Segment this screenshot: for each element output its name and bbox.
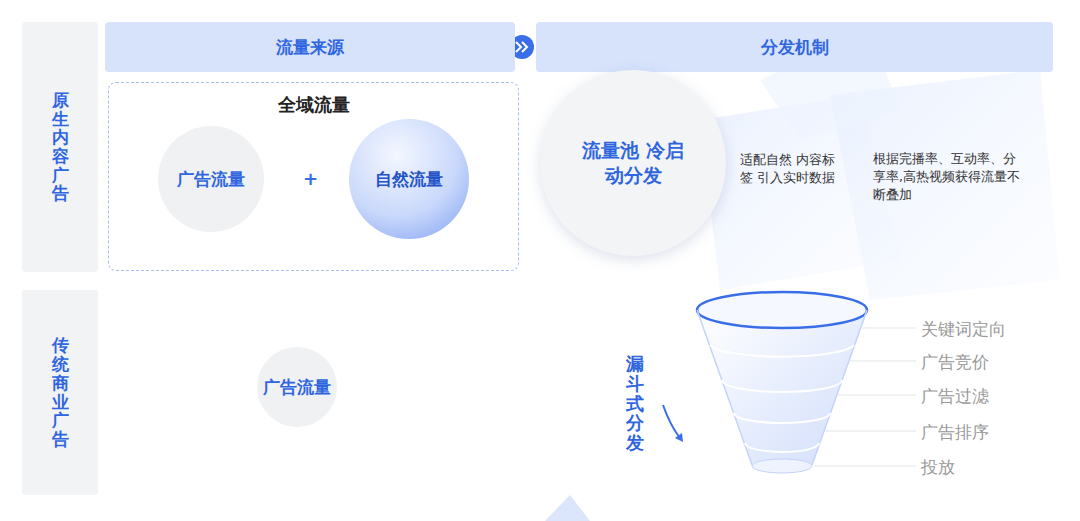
funnel-step: 广告过滤 — [921, 384, 989, 409]
funnel-caption: 漏斗式分发 — [626, 354, 644, 453]
funnel-step: 广告竞价 — [921, 350, 989, 375]
node-text: 流量来源 — [276, 36, 344, 58]
funnel-rim — [697, 292, 867, 328]
note-text: 适配自然 内容标签 引入实时数据 — [740, 151, 840, 187]
funnel-ring — [722, 380, 842, 392]
header-band: 分发机制 — [536, 22, 1053, 72]
leader-lines — [814, 328, 916, 466]
traffic-circle: 广告流量 — [257, 347, 337, 427]
row-label: 原生内容广告 — [22, 22, 98, 272]
node-text: 全域流量 — [278, 93, 350, 116]
row-label: 传统商业广告 — [22, 290, 98, 495]
node-text: 自然流量 — [375, 168, 443, 190]
node-text: 传统商业广告 — [52, 336, 69, 448]
flow-arrow — [675, 433, 683, 442]
arrow-icon — [516, 42, 527, 52]
funnel-edge — [812, 310, 867, 465]
funnel — [697, 310, 867, 473]
funnel-ring — [710, 345, 854, 357]
header-band: 流量来源 — [105, 22, 515, 72]
flow-arrow — [663, 405, 680, 438]
node-text: 广告流量 — [263, 376, 331, 398]
plus-sign: + — [303, 166, 319, 192]
node-text: 流量池 冷启动分发 — [578, 138, 688, 187]
funnel-step: 关键词定向 — [921, 317, 1006, 342]
note-text: 根据完播率、互动率、分享率,高热视频获得流量不断叠加 — [873, 150, 1023, 204]
funnel-step: 广告排序 — [921, 420, 989, 445]
light-pane — [545, 495, 590, 521]
funnel-ring — [745, 443, 819, 452]
funnel-step: 投放 — [921, 455, 955, 480]
traffic-circle: 自然流量 — [349, 119, 469, 239]
pool-circle: 流量池 冷启动分发 — [540, 70, 726, 256]
funnel-ring — [734, 413, 830, 423]
node-text: 广告流量 — [177, 168, 245, 190]
funnel-edge — [697, 310, 752, 465]
node-text: 原生内容广告 — [52, 91, 69, 203]
traffic-circle: 广告流量 — [158, 126, 264, 232]
funnel-bottom — [752, 459, 812, 473]
node-text: 分发机制 — [761, 36, 829, 58]
